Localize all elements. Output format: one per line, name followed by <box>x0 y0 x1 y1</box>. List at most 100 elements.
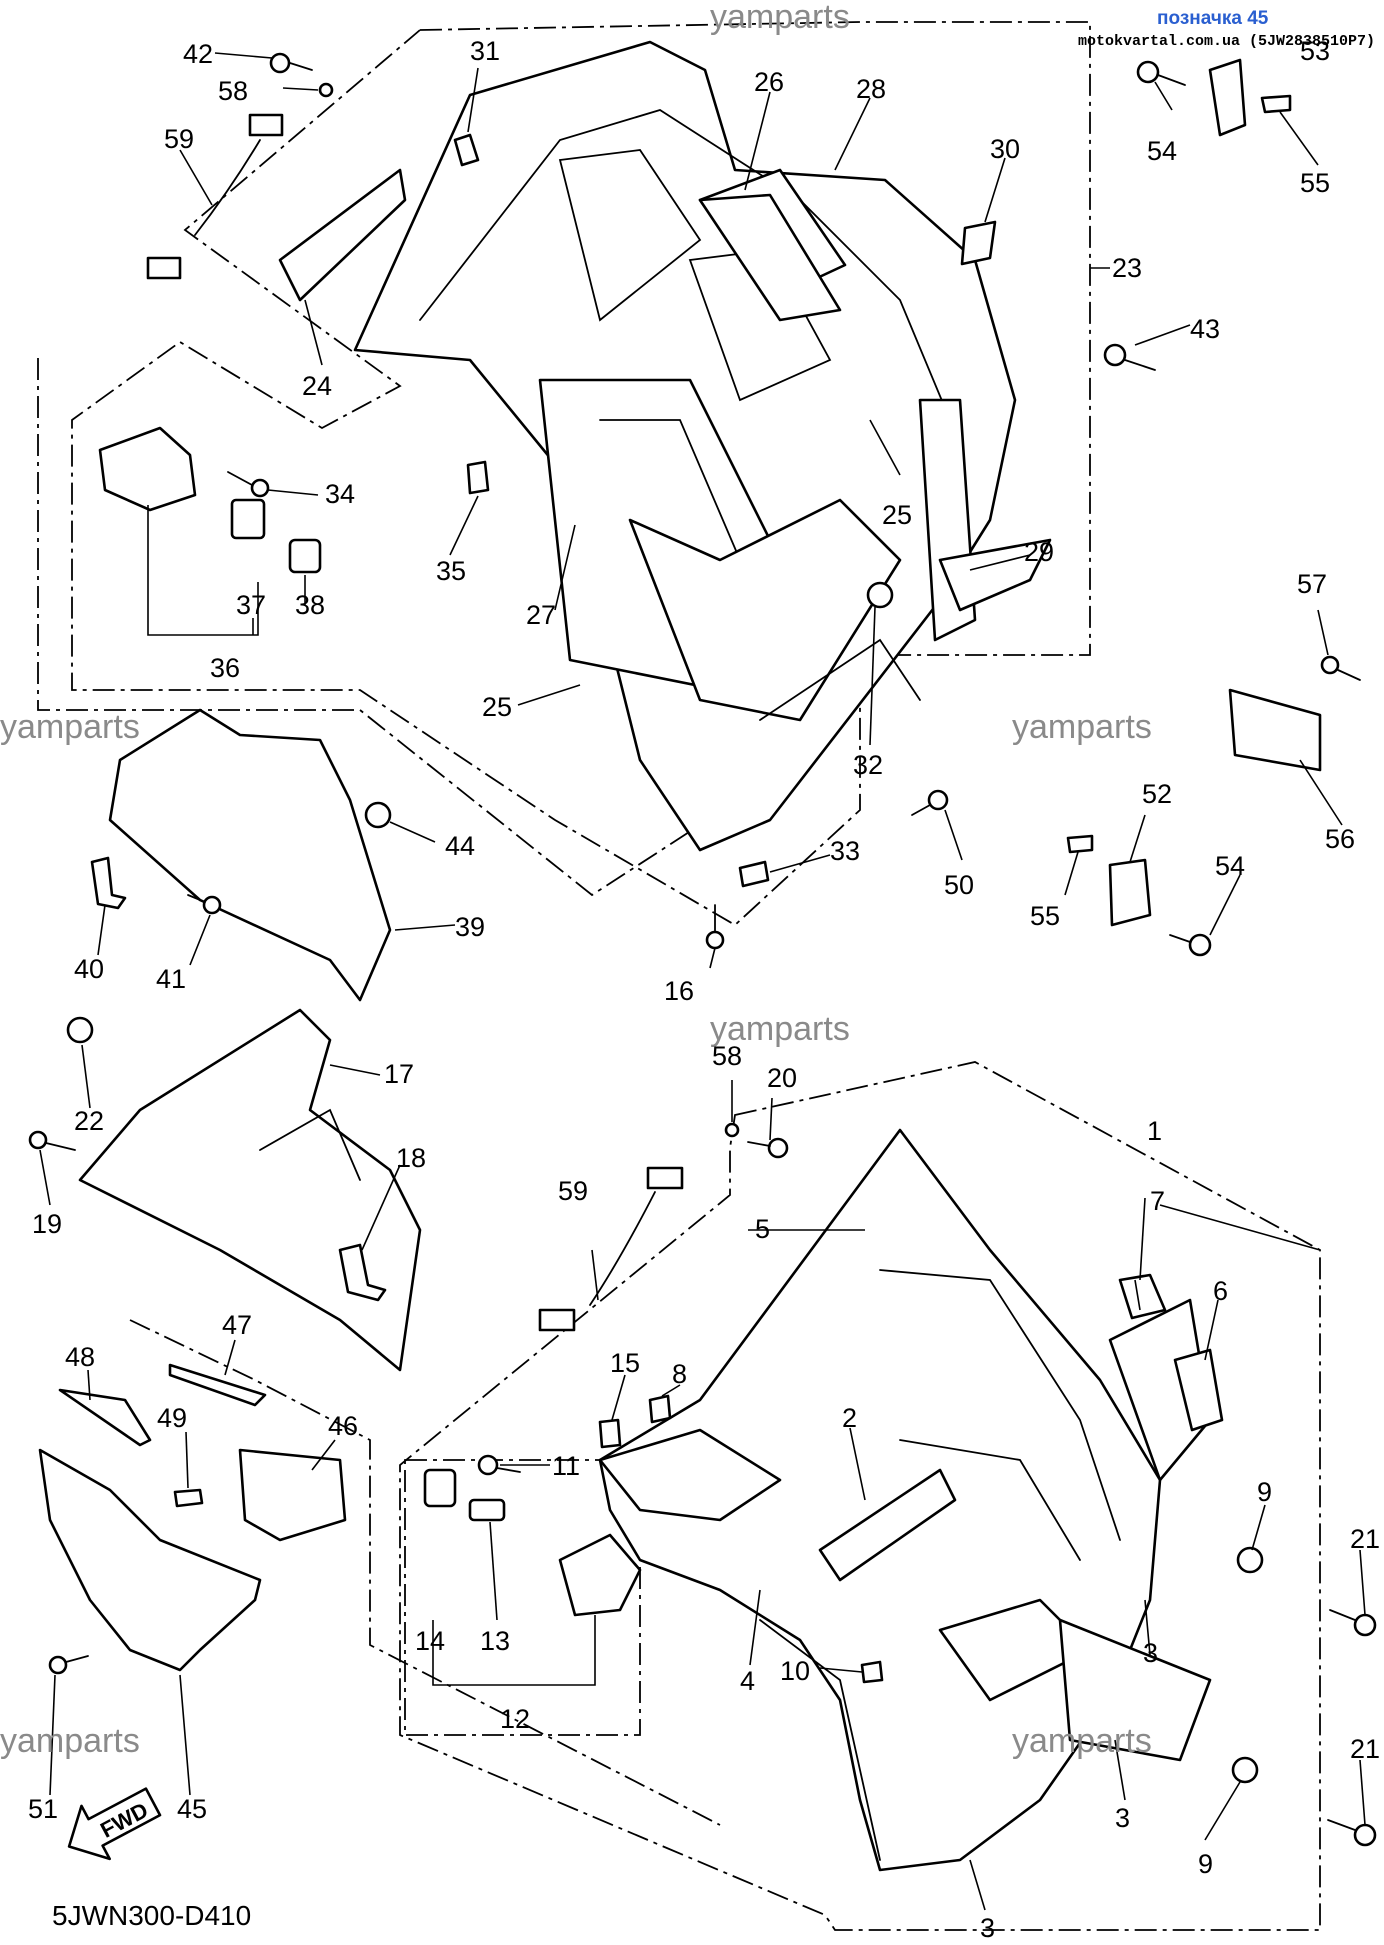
callout-9: 9 <box>1257 1477 1272 1507</box>
callout-43: 43 <box>1190 314 1220 344</box>
bolt-34 <box>227 471 270 498</box>
callout-13: 13 <box>480 1626 510 1656</box>
pad-30 <box>960 220 997 266</box>
bolt-54-lower <box>1169 933 1212 957</box>
header-site: motokvartal.com.ua (5JW2838510P7) <box>1078 33 1375 50</box>
bolt-54-upper <box>1136 60 1186 86</box>
callout-11: 11 <box>552 1451 580 1481</box>
rear-panel-frame <box>129 1319 721 1826</box>
nut-10 <box>860 1660 884 1684</box>
callout-51: 51 <box>28 1794 58 1824</box>
callout-40: 40 <box>74 954 104 984</box>
screw-16 <box>705 904 725 950</box>
grommet-32 <box>866 581 894 609</box>
bolt-57 <box>1320 655 1361 681</box>
upper-group-frame <box>71 21 1091 927</box>
callout-22: 22 <box>74 1106 104 1136</box>
callout-16: 16 <box>664 976 694 1006</box>
callout-15: 15 <box>610 1348 640 1378</box>
callout-23: 23 <box>1112 253 1142 283</box>
bolt-21-upper <box>1329 1609 1377 1637</box>
header-badge: позначка 45 <box>1157 8 1269 29</box>
leader-lines <box>39 52 1366 1911</box>
callout-45: 45 <box>177 1794 207 1824</box>
callout-2: 2 <box>842 1403 857 1433</box>
callout-35: 35 <box>436 556 466 586</box>
callout-9: 9 <box>1198 1849 1213 1879</box>
washer-58-upper <box>318 82 334 98</box>
bracket-52 <box>1108 858 1152 927</box>
screw-19 <box>28 1130 76 1151</box>
callout-52: 52 <box>1142 779 1172 809</box>
callout-21: 21 <box>1350 1734 1380 1764</box>
callout-53: 53 <box>1300 36 1330 66</box>
callout-8: 8 <box>672 1359 687 1389</box>
bolt-42 <box>269 52 313 74</box>
callout-56: 56 <box>1325 824 1355 854</box>
callout-24: 24 <box>302 371 332 401</box>
callout-17: 17 <box>384 1059 414 1089</box>
pad-26 <box>698 193 842 322</box>
callout-3: 3 <box>980 1913 995 1943</box>
grommet-9-upper <box>1236 1546 1264 1574</box>
callout-34: 34 <box>325 479 355 509</box>
watermark-left-lower: yamparts <box>0 1722 140 1760</box>
callout-20: 20 <box>767 1063 797 1093</box>
callout-32: 32 <box>853 750 883 780</box>
lamp-assembly-36 <box>98 426 322 574</box>
washer-58-lower <box>724 1122 740 1138</box>
callout-3: 3 <box>1115 1803 1130 1833</box>
callout-31: 31 <box>470 36 500 66</box>
stay-24 <box>278 168 407 302</box>
callout-59: 59 <box>558 1176 588 1206</box>
callout-30: 30 <box>990 134 1020 164</box>
callout-10: 10 <box>780 1656 810 1686</box>
mirror-mount-2 <box>818 1468 957 1582</box>
pad-49 <box>173 1488 204 1508</box>
bolt-43 <box>1103 343 1156 371</box>
callout-54: 54 <box>1147 136 1177 166</box>
watermark-top: yamparts <box>710 0 850 36</box>
screw-51 <box>48 1655 89 1675</box>
lower-group-frame <box>399 1061 1321 1931</box>
callout-4: 4 <box>740 1666 755 1696</box>
bolt-11 <box>477 1454 521 1476</box>
callout-36: 36 <box>210 653 240 683</box>
bracket-53 <box>1208 58 1247 137</box>
nut-55-lower <box>1066 834 1094 854</box>
screw-41 <box>187 894 222 915</box>
side-cowl-39 <box>108 708 392 1002</box>
side-panel-17 <box>78 1008 422 1372</box>
grommet-9-lower <box>1231 1756 1259 1784</box>
callout-55: 55 <box>1030 901 1060 931</box>
pad-6 <box>1173 1348 1224 1432</box>
bolt-50 <box>911 789 949 816</box>
diagram-code: 5JWN300-D410 <box>52 1900 251 1931</box>
clip-8 <box>648 1394 672 1424</box>
callout-28: 28 <box>856 74 886 104</box>
bolt-20 <box>747 1137 789 1159</box>
watermark-layer: yamparts yamparts yamparts yamparts yamp… <box>0 0 1152 1760</box>
rivet-44 <box>364 801 392 829</box>
inner-fairing-23 <box>353 40 1052 852</box>
callout-46: 46 <box>328 1411 358 1441</box>
clip-33 <box>738 860 770 888</box>
callout-42: 42 <box>183 39 213 69</box>
callout-48: 48 <box>65 1342 95 1372</box>
callout-19: 19 <box>32 1209 62 1239</box>
callout-26: 26 <box>754 67 784 97</box>
callout-6: 6 <box>1213 1276 1228 1306</box>
callout-25: 25 <box>882 500 912 530</box>
upper-cowling-1 <box>598 1128 1212 1872</box>
callout-5: 5 <box>755 1214 770 1244</box>
callout-1: 1 <box>1147 1116 1162 1146</box>
nut-55-upper <box>1260 94 1292 114</box>
fwd-arrow-icon: FWD <box>67 1787 162 1861</box>
callout-14: 14 <box>415 1626 445 1656</box>
watermark-center: yamparts <box>710 1010 850 1048</box>
callout-37: 37 <box>236 590 266 620</box>
bolt-21-lower <box>1327 1819 1377 1847</box>
watermark-right-lower: yamparts <box>1012 1722 1152 1760</box>
lamp-group-frame <box>404 1459 641 1736</box>
